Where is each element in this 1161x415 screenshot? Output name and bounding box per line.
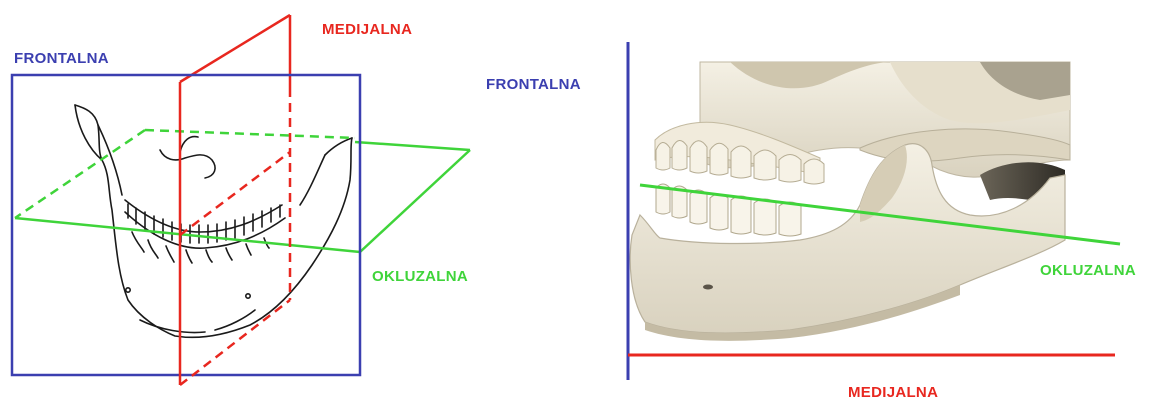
occlusal-plane-label-left: OKLUZALNA <box>372 268 468 285</box>
frontal-plane-label-right: FRONTALNA <box>486 76 581 93</box>
frontal-plane-label-left: FRONTALNA <box>14 50 109 67</box>
frontal-plane <box>12 75 360 375</box>
skull-photo-icon <box>560 0 1161 410</box>
occlusal-plane <box>15 130 470 252</box>
mandible-drawing <box>75 105 352 337</box>
occlusal-plane-label-right: OKLUZALNA <box>1040 262 1136 279</box>
medial-plane-label-right: MEDIJALNA <box>848 384 938 401</box>
medial-plane-back <box>180 15 290 88</box>
mandible-planes-diagram: MEDIJALNA FRONTALNA OKLUZALNA <box>0 0 560 410</box>
skull-photo <box>630 62 1070 341</box>
medial-plane-label-left: MEDIJALNA <box>322 21 412 38</box>
skull-planes-diagram: FRONTALNA OKLUZALNA MEDIJALNA <box>560 0 1161 410</box>
